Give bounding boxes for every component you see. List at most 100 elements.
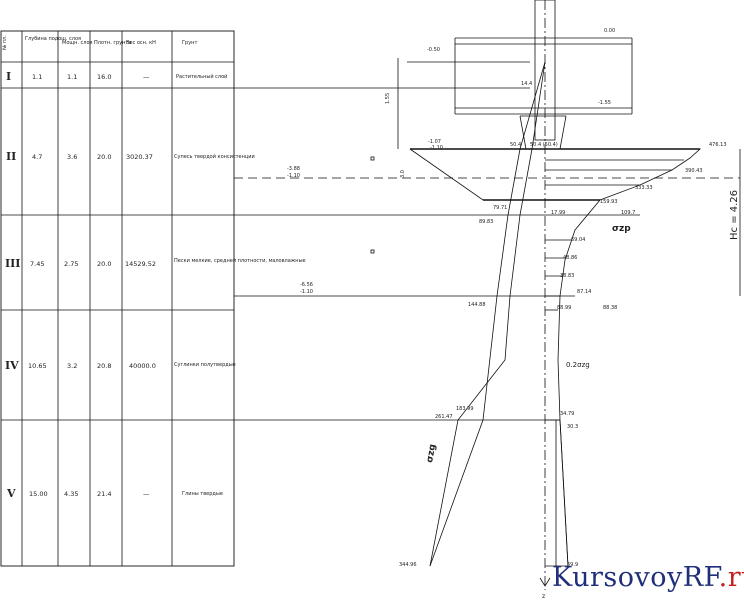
label-value: 38.83 [560,273,574,279]
stress-values: 14.4 50.4 50.4 (50.4) 476.13 390.43 333.… [399,81,727,568]
dim-z: 3.0 [400,170,406,178]
row-weight: — [143,73,150,81]
header-col1: № пл. [2,35,8,50]
row-depth: 1.1 [32,73,42,81]
row-density: 20.8 [97,362,111,370]
marker [370,249,375,254]
sigma-zg-label: 0.2σzg [566,361,590,369]
label-value: 30.3 [567,424,578,430]
header-col2: Глубина подош. слоя [25,36,81,42]
base-triangle [409,148,600,201]
label-value: 344.96 [399,562,417,568]
mark-sand-sub: -1.10 [300,289,313,295]
label-value: 144.88 [468,302,486,308]
label-value: 87.14 [577,289,591,295]
table-border [0,30,235,567]
watermark: KursovoyRF.ru [552,562,744,593]
mark-groundwater: -3.88 [287,166,300,172]
row-thickness: 3.6 [67,153,77,161]
row-roman: V [6,487,16,500]
table-rows: I 1.1 1.1 16.0 — Растительный слой II 4.… [5,70,306,500]
pile-cap-right [559,115,567,150]
sigma-zp-label: σzp [612,224,631,234]
row-thickness: 1.1 [67,73,77,81]
label-value: 88.99 [557,305,571,311]
header-col3: Мощн. слоя [62,40,93,46]
row-roman: I [6,70,11,83]
label-value: 109.7 [621,210,635,216]
sigma-zg-outer [429,61,546,567]
watermark-tld: .ru [718,562,744,593]
sigma-zg-curve [429,61,546,567]
row-roman: III [5,257,20,270]
row-density: 16.0 [97,73,111,81]
label-value: 69.9 [567,562,578,568]
dim-left: 1.55 [385,93,391,104]
label-value: 261.47 [435,414,453,420]
row-thickness: 4.35 [64,490,78,498]
z-axis-arrow [539,577,551,587]
label-value: 476.13 [709,142,727,148]
header-col5: Вес осн. кН [126,40,156,46]
row-soil: Супесь твердой консистенции [174,153,255,160]
watermark-brand: KursovoyRF [552,562,719,593]
row-soil: Пески мелкие, средней плотности, маловла… [174,257,306,264]
row-roman: IV [5,359,19,372]
row-density: 20.0 [97,153,111,161]
hc-label: Hc = 4.26 [729,190,740,240]
soil-table [0,30,235,567]
row-weight: 14529.52 [125,260,156,268]
mark-find: -1.07 [428,139,441,145]
marker [370,156,375,161]
stress-symbols: σzp 0.2σzg σzg Hc = 4.26 z [425,190,740,600]
label-value: 17.99 [551,210,565,216]
label-value: 88.38 [603,305,617,311]
row-density: 20.0 [97,260,111,268]
row-soil: Суглинки полутвердые [174,362,236,368]
label-value: 48.86 [563,255,577,261]
sigma-zg-main-label: σzg [425,443,438,463]
row-density: 21.4 [97,490,111,498]
layer-boundaries [234,61,740,421]
table-header: № пл. Глубина подош. слоя Мощн. слоя Пло… [2,35,197,50]
label-value: 89.83 [479,219,493,225]
row-depth: 10.65 [28,362,47,370]
z-axis-label: z [542,593,545,600]
label-value: 50.4 [510,142,521,148]
stress-epures [409,61,741,567]
row-weight: 40000.0 [129,362,156,370]
pile-cap-left [519,115,527,150]
label-value: 14.4 [521,81,532,87]
row-roman: II [6,150,16,163]
row-depth: 4.7 [32,153,42,161]
label-value: 69.04 [571,237,585,243]
mark-up: -0.50 [427,47,440,53]
row-weight: — [143,490,150,498]
label-value: 159.93 [600,199,618,205]
row-soil: Глины твердые [182,491,223,497]
foundation-structure [397,0,633,590]
elevation-marks: 0.00 -0.50 -1.55 1.55 -1.07 -1.10 -3.88 … [287,28,615,295]
mark-top: 0.00 [604,28,615,34]
row-depth: 15.00 [29,490,48,498]
row-soil: Растительный слой [176,73,227,80]
row-thickness: 2.75 [64,260,78,268]
mark-sand: -6.56 [300,282,313,288]
mark-low: -1.55 [598,100,611,106]
label-value: 390.43 [685,168,703,174]
label-value: 333.33 [635,185,653,191]
label-value: 183.99 [456,406,474,412]
row-weight: 3020.37 [126,153,153,161]
label-value: 79.71 [493,205,507,211]
header-col4: Плотн. грунта [94,40,131,46]
lower-pile-edge-2 [559,419,569,567]
label-value: 50.4 (50.4) [530,142,558,148]
mark-gw-sub: -1.10 [287,173,300,179]
mark-found-sub: -1.10 [430,145,443,151]
row-depth: 7.45 [30,260,44,268]
sigma-zp-curve [557,148,702,567]
row-thickness: 3.2 [67,362,77,370]
header-col6: Грунт [182,40,197,46]
